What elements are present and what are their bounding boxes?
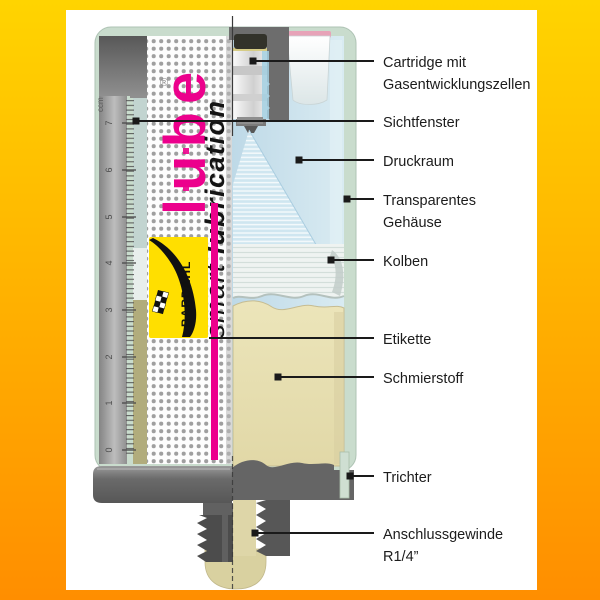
annotation-label: Gasentwicklungszellen: [383, 77, 531, 93]
annotation-schmierstoff: Schmierstoff: [274, 371, 464, 387]
leader-dot: [274, 373, 282, 381]
thread-neck: [203, 503, 233, 516]
piston-ridges: [233, 244, 344, 298]
scale-tick-label: 1: [104, 400, 114, 405]
annotation-label: Anschlussgewinde: [383, 527, 503, 543]
nozzle: [244, 126, 258, 133]
cartridge-edge-blue: [262, 51, 269, 119]
label-edge-shadow: [226, 36, 232, 464]
lubricant-body: [232, 300, 345, 467]
cap-right-column: [267, 27, 289, 75]
annotation-label: R1/4”: [383, 549, 419, 565]
cartridge-cap: [234, 34, 267, 49]
cartridge-band: [233, 66, 267, 75]
cartridge-band: [233, 94, 267, 101]
leader-dot: [251, 529, 259, 537]
chamber-highlight: [330, 40, 342, 250]
cone-ripples: [233, 130, 318, 248]
cup-body: [286, 35, 331, 105]
annotation-label: Trichter: [383, 470, 432, 486]
lubricant: [232, 300, 345, 467]
brand-name-text: BARDAHL: [179, 261, 193, 327]
scale-tick-label: 0: [104, 447, 114, 452]
fill-scale: 7 6 5 4 3 2 1 0 ccm: [96, 36, 150, 464]
piston: [232, 244, 345, 299]
gas-cartridge: [233, 34, 269, 124]
leader-dot: [249, 57, 257, 65]
sight-window-transition: [133, 248, 147, 300]
leader-dot: [295, 156, 303, 164]
annotations: Cartridge mit Gasentwicklungszellen Sich…: [132, 55, 531, 565]
annotation-label: Schmierstoff: [383, 371, 464, 387]
piston-bottom-edge: [232, 293, 345, 299]
scale-tick-label: 3: [104, 307, 114, 312]
annotation-label: Transparentes: [383, 193, 476, 209]
annotation-label: Sichtfenster: [383, 115, 460, 131]
bardahl-logo: BARDAHL: [149, 237, 208, 338]
scale-unit-label: ccm: [96, 97, 105, 112]
piston-lip: [330, 250, 344, 296]
annotation-label: Cartridge mit: [383, 55, 466, 71]
cartridge-seal-ring: [233, 48, 267, 51]
scale-tick-label: 6: [104, 167, 114, 172]
annotation-label: Druckraum: [383, 154, 454, 170]
label-magenta-stripe: [211, 203, 218, 460]
scale-tick-label: 4: [104, 260, 114, 265]
scale-tick-label: 5: [104, 214, 114, 219]
scale-tick-label: 2: [104, 354, 114, 359]
label-accent-dot: [183, 148, 189, 154]
cone-edge: [248, 129, 319, 249]
gas-spray-cone: [233, 129, 319, 249]
annotation-druckraum: Druckraum: [295, 154, 454, 170]
thread-stud-section: [256, 500, 290, 556]
annotation-label: Kolben: [383, 254, 428, 270]
thread-stud-highlight: [222, 515, 228, 562]
funnel-flange-section: [232, 460, 354, 500]
product-label: ® lube smart lubrication BARDAHL: [99, 36, 232, 464]
sight-window-full: [133, 300, 147, 464]
annotation-anschluss: Anschlussgewinde R1/4”: [251, 527, 503, 565]
leader-dot: [343, 195, 351, 203]
annotation-sichtfenster: Sichtfenster: [132, 115, 460, 131]
label-top-wedge: [99, 36, 147, 96]
annotation-trichter: Trichter: [346, 470, 432, 486]
bardahl-swoosh: [149, 238, 197, 337]
lubricant-edge-shade: [334, 312, 344, 464]
annotation-etikette: Etikette: [209, 332, 431, 348]
base-assembly: [93, 451, 354, 590]
funnel-flange-exterior: [93, 466, 232, 503]
annotation-label: Gehäuse: [383, 215, 442, 231]
ruler-strip: [99, 36, 127, 464]
leader-dot: [132, 117, 140, 125]
cartridge-cup: [286, 31, 331, 105]
label-accent-dot: [183, 185, 189, 191]
device-illustration: 7 6 5 4 3 2 1 0 ccm ® lube smart lubrica…: [94, 26, 357, 472]
checkered-flag-icon: [151, 290, 169, 315]
annotation-label: Etikette: [383, 332, 431, 348]
sight-window-empty: [133, 96, 147, 248]
scale-tick-label: 7: [104, 120, 114, 125]
annotation-gehaeuse: Transparentes Gehäuse: [343, 193, 476, 231]
annotation-cartridge: Cartridge mit Gasentwicklungszellen: [249, 55, 531, 93]
annotation-kolben: Kolben: [327, 254, 428, 270]
leader-dot: [327, 256, 335, 264]
scale-minor-ticks: [126, 100, 134, 456]
registered-mark: ®: [160, 77, 168, 89]
leader-dot: [346, 472, 354, 480]
